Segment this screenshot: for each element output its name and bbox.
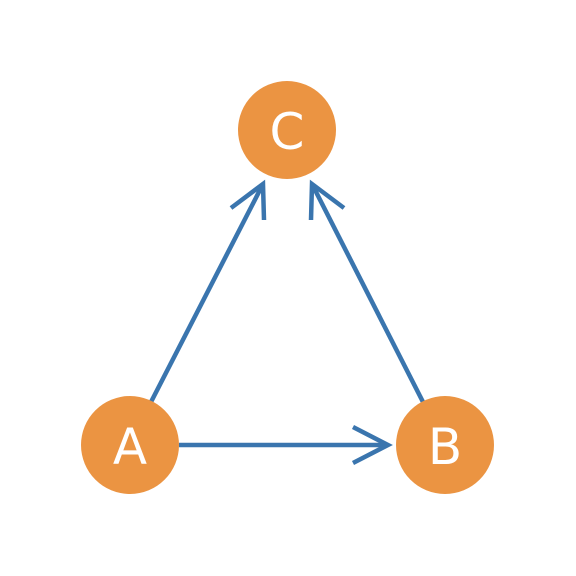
nodes-layer: A B C [81,81,494,494]
node-c: C [238,81,336,179]
edge-b-to-c-arrowhead [308,179,346,221]
node-b: B [396,396,494,494]
edge-a-to-c-line [148,184,265,404]
node-b-label: B [428,418,462,476]
edge-a-to-b [179,424,393,466]
edges-layer [148,179,426,466]
edge-a-to-c-arrowhead [229,179,267,221]
node-b-circle [396,396,494,494]
node-a: A [81,396,179,494]
edge-b-to-c [308,179,426,404]
edge-a-to-c [148,179,267,404]
node-c-circle [238,81,336,179]
edge-b-to-c-line [310,184,426,404]
node-a-label: A [113,418,147,476]
node-c-label: C [270,103,305,161]
edge-a-to-b-arrowhead [351,424,393,466]
node-a-circle [81,396,179,494]
